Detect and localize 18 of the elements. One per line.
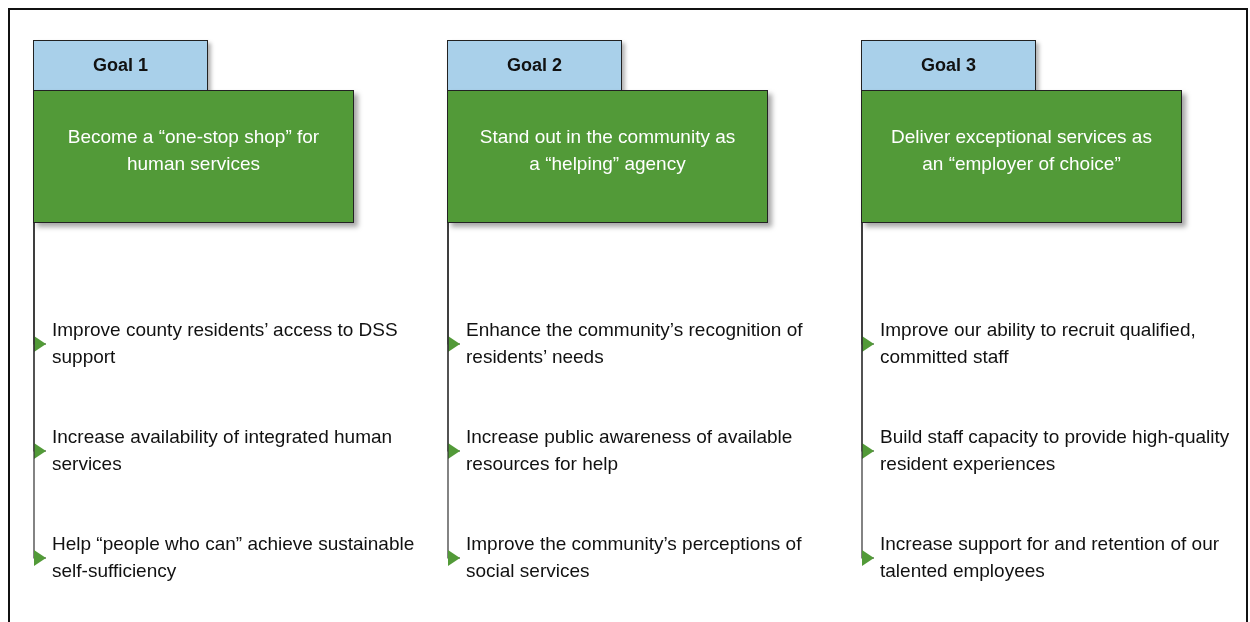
connector-arrow <box>33 222 47 566</box>
goal-tab: Goal 2 <box>447 40 622 91</box>
objective-text: Increase support for and retention of our talented employees <box>874 530 1244 586</box>
goal-box: Become a “one-stop shop” for human services <box>33 90 354 223</box>
goal-tab: Goal 1 <box>33 40 208 91</box>
objective-text: Build staff capacity to provide high-quality resident experiences <box>874 423 1244 479</box>
objective-text: Improve our ability to recruit qualified, committed staff <box>874 316 1244 372</box>
objective-text: Enhance the community’s recognition of residents’ needs <box>460 316 830 372</box>
connector-arrow <box>861 222 875 566</box>
objective-text: Improve county residents’ access to DSS support <box>46 316 416 372</box>
connector-arrow <box>447 222 461 566</box>
objective-text: Increase public awareness of available resources for help <box>460 423 830 479</box>
objective-text: Improve the community’s perceptions of social services <box>460 530 830 586</box>
objective-text: Help “people who can” achieve sustainable self-sufficiency <box>46 530 416 586</box>
goal-box: Stand out in the community as a “helping” agency <box>447 90 768 223</box>
goal-box: Deliver exceptional services as an “employer of choice” <box>861 90 1182 223</box>
objective-text: Increase availability of integrated human services <box>46 423 416 479</box>
goal-tab: Goal 3 <box>861 40 1036 91</box>
